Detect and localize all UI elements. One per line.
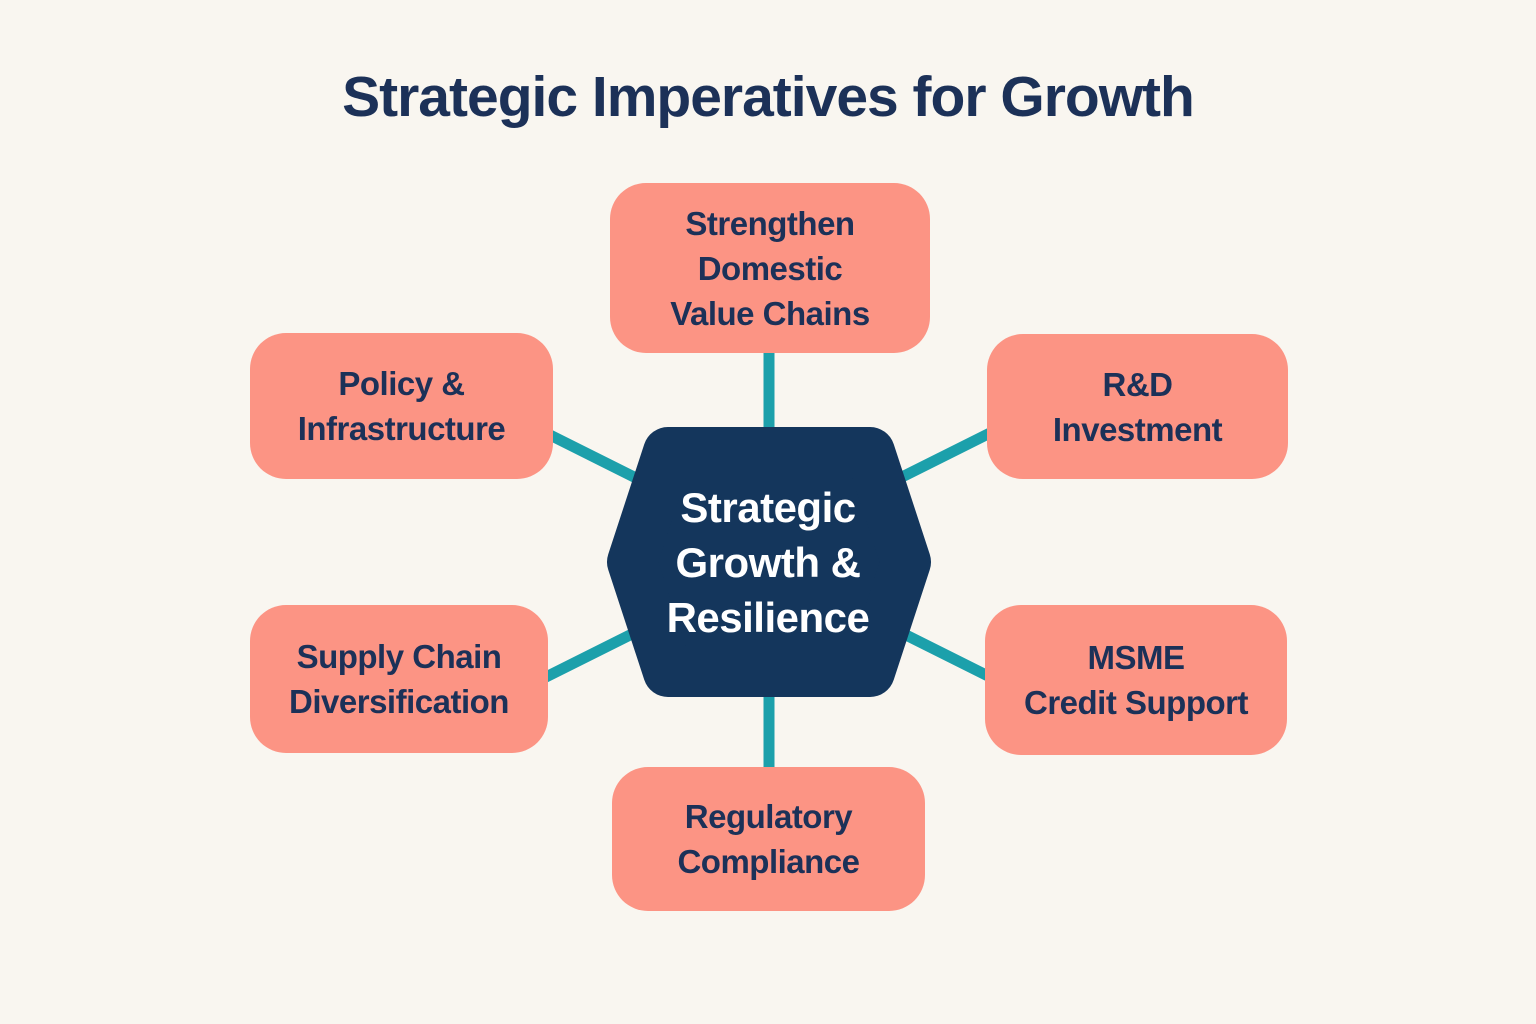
center-hexagon-label: Strategic Growth & Resilience xyxy=(666,483,870,641)
node-strengthen-domestic-value-chains: Strengthen Domestic Value Chains xyxy=(610,183,930,353)
node-policy-infrastructure: Policy & Infrastructure xyxy=(250,333,553,479)
node-label: Supply Chain Diversification xyxy=(289,638,509,720)
node-msme-credit-support: MSME Credit Support xyxy=(985,605,1287,755)
node-label: R&D Investment xyxy=(1052,365,1223,448)
node-supply-chain-diversification: Supply Chain Diversification xyxy=(250,605,548,753)
node-label: Strengthen Domestic Value Chains xyxy=(670,204,870,332)
center-hexagon xyxy=(607,427,931,697)
node-regulatory-compliance: Regulatory Compliance xyxy=(612,767,925,911)
node-label: MSME Credit Support xyxy=(1024,639,1248,721)
node-label: Policy & Infrastructure xyxy=(297,365,506,447)
node-rd-investment: R&D Investment xyxy=(987,334,1288,479)
diagram-title: Strategic Imperatives for Growth xyxy=(342,65,1195,129)
node-label: Regulatory Compliance xyxy=(677,798,860,880)
